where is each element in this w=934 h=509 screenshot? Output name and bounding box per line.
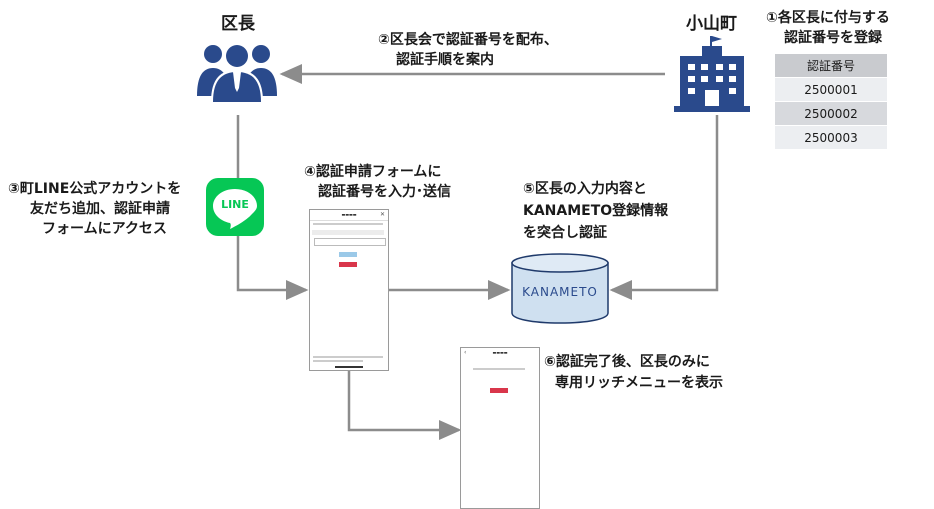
arrow-form-to-complete — [347, 370, 462, 440]
menu-button[interactable] — [490, 388, 508, 393]
arrow-town-to-kanameto — [609, 115, 719, 300]
close-icon: ✕ — [379, 211, 385, 218]
table-row: 2500003 — [775, 125, 887, 150]
step2-label-1: ②区長会で認証番号を配布、 — [378, 32, 558, 48]
step5-label-1: ⑤区長の入力内容と — [523, 181, 647, 197]
phone-header: ▬▬▬▬ — [310, 210, 388, 221]
phone-header: ▬▬▬▬ — [492, 350, 508, 355]
submit-button-disabled[interactable] — [339, 252, 357, 257]
line-app-icon: LINE — [206, 178, 264, 236]
step1-label-1: ①各区長に付与する — [766, 10, 890, 26]
back-icon: ‹ — [464, 349, 467, 356]
kucho-title: 区長 — [221, 14, 255, 34]
step6-label-1: ⑥認証完了後、区長のみに — [544, 354, 710, 370]
completion-phone: ▬▬▬▬ ‹ — [460, 347, 540, 509]
step4-label-2: 認証番号を入力･送信 — [318, 184, 451, 200]
town-hall-icon — [672, 36, 752, 116]
oyamacho-title: 小山町 — [686, 14, 737, 34]
arrow-kucho-to-form — [236, 115, 309, 300]
step3-label-3: フォームにアクセス — [42, 221, 167, 237]
auth-number-input[interactable] — [314, 238, 386, 246]
send-button[interactable] — [339, 262, 357, 267]
table-row: 2500001 — [775, 77, 887, 102]
table-row: 2500002 — [775, 101, 887, 126]
step4-label-1: ④認証申請フォームに — [304, 164, 442, 180]
kanameto-logo: KANAMETO — [522, 285, 598, 299]
step3-label-1: ③町LINE公式アカウントを — [8, 181, 182, 197]
step5-label-3: を突合し認証 — [523, 225, 607, 241]
table-header: 認証番号 — [775, 54, 887, 78]
step6-label-2: 専用リッチメニューを表示 — [555, 375, 723, 391]
step2-label-2: 認証手順を案内 — [396, 52, 494, 68]
auth-form-phone: ▬▬▬▬ ✕ — [309, 209, 389, 371]
step3-label-2: 友だち追加、認証申請 — [30, 201, 170, 217]
step1-label-2: 認証番号を登録 — [784, 30, 882, 46]
auth-number-table: 認証番号 2500001 2500002 2500003 — [775, 54, 887, 150]
step5-label-2: KANAMETO登録情報 — [523, 203, 669, 219]
line-logo-text: LINE — [221, 198, 249, 211]
database-icon: KANAMETO — [510, 253, 610, 329]
people-group-icon — [195, 38, 279, 108]
